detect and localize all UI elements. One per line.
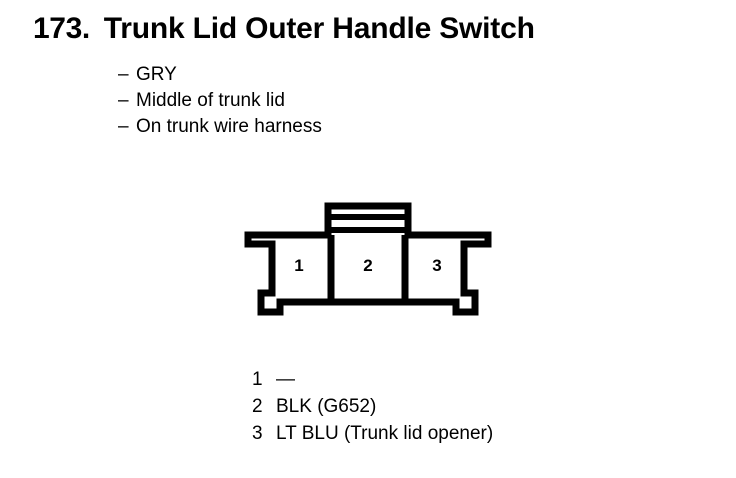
detail-text: GRY — [136, 64, 177, 85]
list-item: – Middle of trunk lid — [118, 88, 322, 114]
list-item: – On trunk wire harness — [118, 114, 322, 140]
detail-text: On trunk wire harness — [136, 116, 322, 137]
pin-label-3: 3 — [432, 256, 441, 275]
dash-marker: – — [118, 116, 129, 137]
pin-legend: 1 — 2 BLK (G652) 3 LT BLU (Trunk lid ope… — [252, 366, 493, 447]
detail-text: Middle of trunk lid — [136, 90, 285, 111]
legend-pin-description: BLK (G652) — [276, 396, 377, 417]
legend-pin-description: — — [276, 369, 295, 390]
page-title: 173. Trunk Lid Outer Handle Switch — [33, 12, 535, 46]
list-item: – GRY — [118, 62, 322, 88]
legend-pin-number: 2 — [252, 396, 263, 417]
detail-list: – GRY – Middle of trunk lid – On trunk w… — [118, 62, 322, 140]
legend-row: 2 BLK (G652) — [252, 393, 493, 420]
dash-marker: – — [118, 90, 129, 111]
legend-pin-number: 1 — [252, 369, 263, 390]
title-text: Trunk Lid Outer Handle Switch — [103, 12, 535, 45]
legend-pin-description: LT BLU (Trunk lid opener) — [276, 423, 494, 444]
connector-diagram: 1 2 3 — [232, 198, 500, 320]
legend-pin-number: 3 — [252, 423, 263, 444]
pin-label-2: 2 — [363, 256, 372, 275]
pin-label-1: 1 — [294, 256, 303, 275]
connector-outline-icon — [244, 202, 492, 316]
item-number: 173. — [33, 12, 90, 45]
dash-marker: – — [118, 64, 129, 85]
legend-row: 1 — — [252, 366, 493, 393]
legend-row: 3 LT BLU (Trunk lid opener) — [252, 420, 493, 447]
